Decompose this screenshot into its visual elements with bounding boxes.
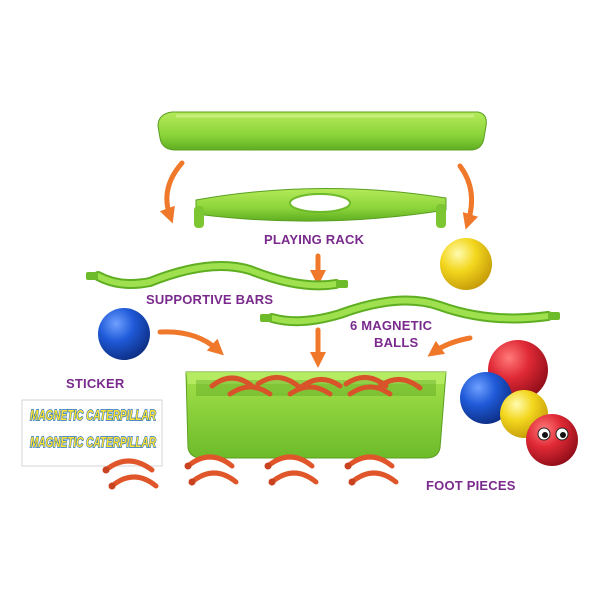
arrow-icons (157, 160, 479, 369)
label-magnetic-balls-1: 6 MAGNETIC (350, 318, 433, 333)
sticker-row-1: MAGNETIC CATERPILLAR (30, 407, 156, 424)
foot-piece (189, 470, 239, 485)
foot-piece (345, 454, 395, 469)
blue-ball (460, 372, 512, 424)
arrow-icon (157, 329, 224, 356)
yellow-ball (440, 238, 492, 290)
foot-piece (269, 470, 319, 485)
caterpillar-head-ball (526, 414, 578, 466)
label-magnetic-balls-2: BALLS (374, 335, 418, 350)
arrow-icon (427, 335, 473, 357)
magnetic-balls (98, 238, 578, 466)
label-supportive-bars: SUPPORTIVE BARS (146, 292, 273, 307)
sticker-sheet: MAGNETIC CATERPILLAR MAGNETIC CATERPILLA… (21, 399, 163, 467)
lid-piece (157, 111, 487, 151)
arrow-icon (159, 160, 185, 224)
foot-piece (185, 454, 235, 469)
label-sticker: STICKER (66, 376, 125, 391)
foot-piece (103, 458, 155, 473)
foot-piece (265, 454, 315, 469)
sticker-row-2: MAGNETIC CATERPILLAR (30, 434, 156, 451)
foot-pieces (103, 454, 399, 489)
blue-ball (98, 308, 150, 360)
supportive-bar-right (260, 295, 560, 327)
label-foot-pieces: FOOT PIECES (426, 478, 516, 493)
arrow-icon (457, 163, 479, 230)
foot-piece-knobs (102, 462, 356, 490)
foot-piece (109, 474, 159, 489)
label-playing-rack: PLAYING RACK (264, 232, 365, 247)
foot-piece (349, 470, 399, 485)
storage-box (185, 371, 447, 459)
playing-rack-piece (194, 188, 447, 228)
supportive-bar-left (86, 261, 348, 291)
